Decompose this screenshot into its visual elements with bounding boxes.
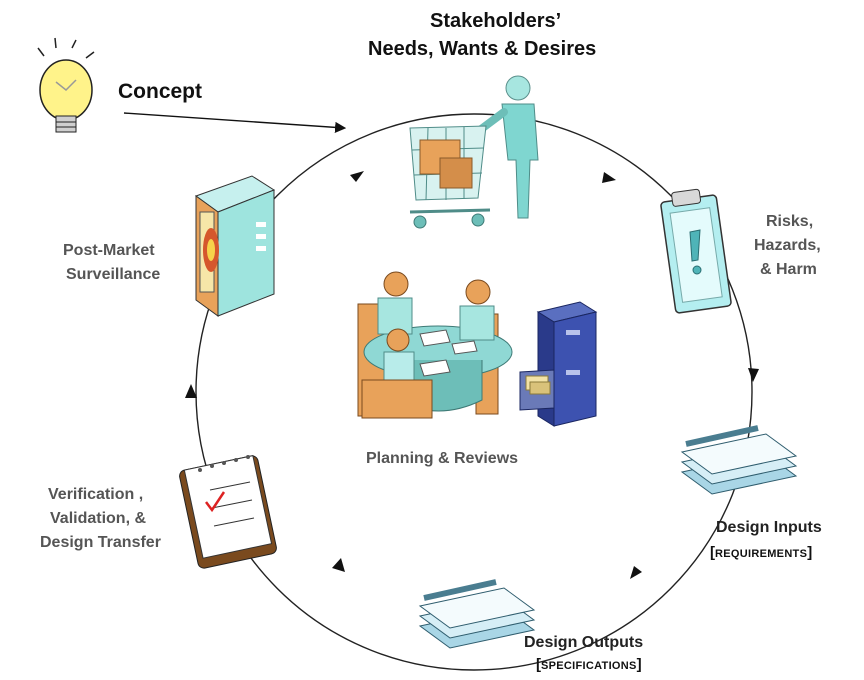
checklist-icon	[179, 455, 277, 569]
bracket-open: [	[536, 656, 541, 673]
device-box-icon	[194, 175, 276, 317]
verification-label-line3: Design Transfer	[40, 534, 161, 551]
shopping-cart-person-icon	[409, 75, 539, 229]
stakeholders-title-line1: Stakeholders’	[430, 10, 562, 32]
post-market-label-line2: Surveillance	[66, 266, 161, 283]
design-outputs-sublabel: [SPECIFICATIONS]	[536, 656, 642, 673]
verification-label-line2: Validation, &	[50, 510, 147, 527]
design-outputs-label: Design Outputs	[524, 634, 644, 651]
design-inputs-sublabel: [REQUIREMENTS]	[710, 544, 812, 561]
risks-label-line2: Hazards,	[754, 237, 821, 254]
document-stack-icon	[680, 425, 798, 495]
requirements-text: REQUIREMENTS	[715, 548, 808, 560]
cycle-ring	[195, 113, 753, 671]
verification-label-line1: Verification ,	[48, 486, 144, 503]
cycle-arrows	[185, 171, 759, 579]
clipboard-warning-icon	[660, 188, 732, 314]
risks-label-line1: Risks,	[766, 213, 814, 230]
lightbulb-icon	[37, 37, 95, 133]
risks-label-line3: & Harm	[760, 261, 817, 278]
design-inputs-label: Design Inputs	[716, 519, 822, 536]
concept-label: Concept	[118, 80, 202, 103]
bracket-open: [	[710, 544, 715, 561]
post-market-label-line1: Post-Market	[63, 242, 155, 259]
concept-arrow	[123, 112, 347, 133]
bracket-close: ]	[807, 544, 813, 561]
bracket-close: ]	[636, 656, 642, 673]
specifications-text: SPECIFICATIONS	[541, 660, 637, 672]
planning-reviews-label: Planning & Reviews	[366, 450, 519, 467]
stakeholders-title-line2: Needs, Wants & Desires	[368, 38, 597, 60]
document-stack-icon	[418, 579, 536, 649]
meeting-table-icon	[357, 271, 513, 419]
file-cabinet-icon	[514, 300, 600, 430]
